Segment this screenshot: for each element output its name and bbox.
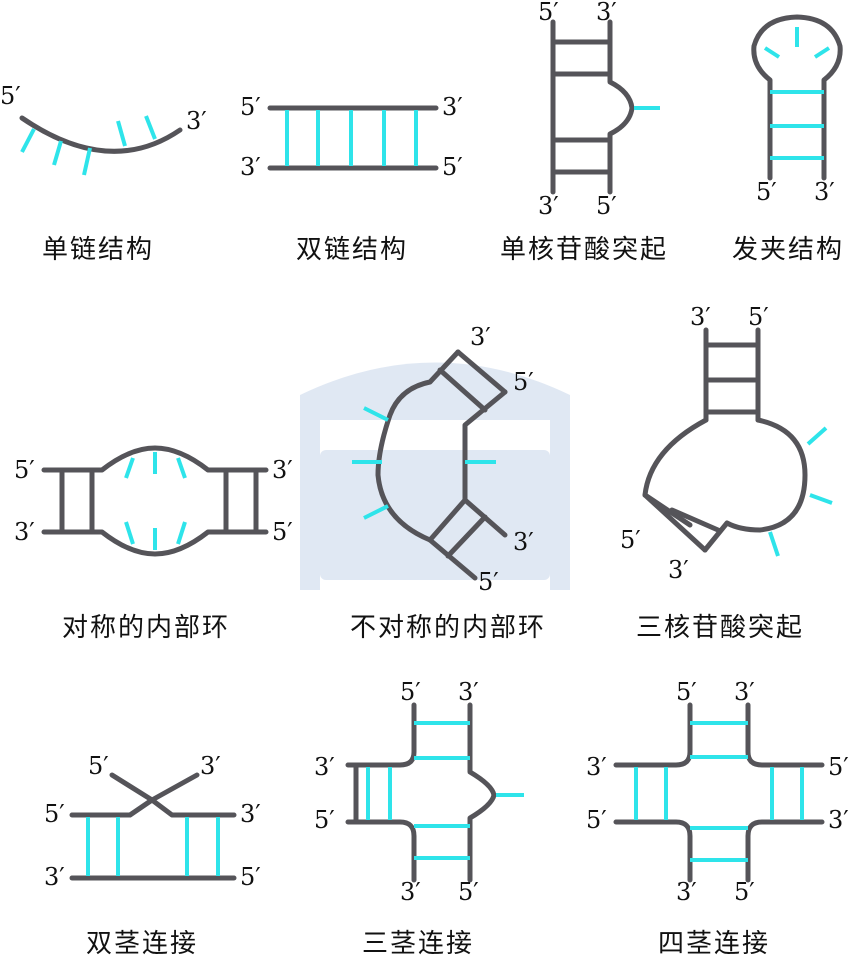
five-prime-label: 5′ [513,368,534,396]
double-strand-structure: 5′ 3′ 3′ 5′ [240,93,463,181]
triple-bulge-structure: 3′ 5′ 5′ 3′ [620,303,833,584]
three-prime-label: 3′ [314,753,335,781]
five-prime-label: 5′ [14,456,35,484]
five-prime-label: 5′ [0,82,21,110]
caption-two-stem: 双茎连接 [86,929,198,956]
three-prime-label: 3′ [513,528,534,556]
three-prime-label: 3′ [814,178,835,206]
five-prime-label: 5′ [44,800,65,828]
five-prime-label: 5′ [478,568,499,596]
three-prime-label: 3′ [400,878,421,906]
three-stem-junction: 5′ 3′ 3′ 5′ 3′ 5′ [314,678,524,906]
three-prime-label: 3′ [668,556,689,584]
symmetric-internal-loop: 5′ 3′ 3′ 5′ [14,445,293,557]
five-prime-label: 5′ [240,93,261,121]
five-prime-label: 5′ [620,526,641,554]
four-stem-junction: 5′ 3′ 3′ 5′ 5′ 3′ 3′ 5′ [586,678,849,906]
asymmetric-internal-loop: 3′ 5′ 3′ 5′ [352,323,534,596]
caption-asymmetric-loop: 不对称的内部环 [350,613,546,643]
three-prime-label: 3′ [586,753,607,781]
five-prime-label: 5′ [676,678,697,706]
five-prime-label: 5′ [596,192,617,220]
caption-symmetric-loop: 对称的内部环 [62,613,230,643]
three-prime-label: 3′ [470,323,491,351]
three-prime-label: 3′ [828,806,849,834]
five-prime-label: 5′ [586,806,607,834]
three-prime-label: 3′ [200,752,221,780]
three-prime-label: 3′ [458,678,479,706]
three-prime-label: 3′ [676,878,697,906]
five-prime-label: 5′ [756,178,777,206]
three-prime-label: 3′ [240,153,261,181]
three-prime-label: 3′ [240,800,261,828]
caption-three-stem: 三茎连接 [362,929,474,956]
five-prime-label: 5′ [734,878,755,906]
five-prime-label: 5′ [828,753,849,781]
single-bulge-structure: 5′ 3′ 3′ 5′ [538,0,660,220]
five-prime-label: 5′ [442,153,463,181]
three-prime-label: 3′ [538,192,559,220]
three-prime-label: 3′ [690,303,711,331]
single-strand-structure: 5′ 3′ [0,82,207,176]
hairpin-structure: 5′ 3′ [751,14,843,206]
caption-four-stem: 四茎连接 [658,929,770,956]
three-prime-label: 3′ [596,0,617,26]
five-prime-label: 5′ [314,806,335,834]
five-prime-label: 5′ [458,878,479,906]
three-prime-label: 3′ [14,518,35,546]
caption-double-strand: 双链结构 [296,235,408,265]
five-prime-label: 5′ [272,518,293,546]
caption-hairpin: 发夹结构 [732,235,844,265]
three-prime-label: 3′ [186,107,207,135]
five-prime-label: 5′ [748,303,769,331]
three-prime-label: 3′ [44,863,65,891]
caption-single-bulge: 单核苷酸突起 [500,235,668,265]
five-prime-label: 5′ [538,0,559,26]
five-prime-label: 5′ [400,678,421,706]
five-prime-label: 5′ [240,863,261,891]
two-stem-junction: 5′ 3′ 5′ 3′ 3′ 5′ [44,752,261,891]
caption-triple-bulge: 三核苷酸突起 [636,613,804,643]
five-prime-label: 5′ [88,752,109,780]
caption-single-strand: 单链结构 [42,235,154,265]
three-prime-label: 3′ [272,456,293,484]
three-prime-label: 3′ [734,678,755,706]
three-prime-label: 3′ [442,93,463,121]
